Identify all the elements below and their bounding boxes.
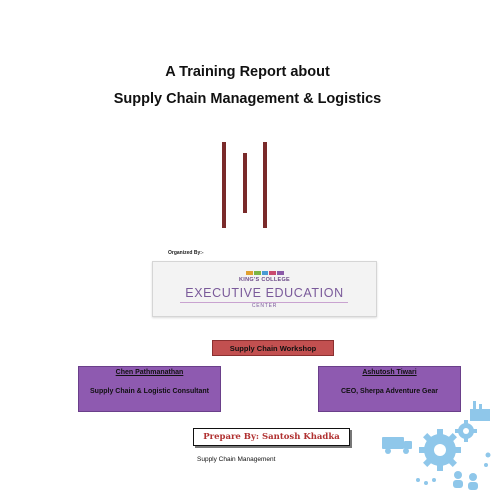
speaker-role: Supply Chain & Logistic Consultant	[90, 388, 209, 395]
logo-divider	[180, 302, 348, 303]
organized-by-label: Organized By:-	[168, 250, 204, 256]
decorative-bar-middle	[243, 153, 247, 213]
decorative-bar-right	[263, 142, 267, 228]
logo-stripe	[246, 271, 253, 275]
speaker-name: Chen Pathmanathan	[115, 369, 184, 376]
logo-stripe	[253, 271, 261, 275]
logo-subtext: CENTER	[251, 303, 278, 309]
report-title-line-1: A Training Report about	[165, 64, 330, 80]
report-title-line-2: Supply Chain Management & Logistics	[113, 91, 382, 107]
speaker-role: CEO, Sherpa Adventure Gear	[341, 388, 438, 395]
supply-chain-gears-icon	[382, 401, 491, 490]
speaker-card-1: Chen Pathmanathan Supply Chain & Logisti…	[78, 366, 221, 412]
logo-stripe	[269, 271, 277, 275]
logo-stripe	[261, 271, 269, 275]
workshop-label: Supply Chain Workshop	[212, 340, 334, 356]
kings-college-logo: KING'S COLLEGE EXECUTIVE EDUCATION CENTE…	[152, 261, 377, 317]
speaker-name: Ashutosh Tiwari	[362, 369, 417, 376]
prepared-by-box: Prepare By: Santosh Khadka	[193, 428, 350, 446]
logo-stripes	[246, 271, 284, 275]
decorative-bar-left	[222, 142, 226, 228]
logo-main-text: EXECUTIVE EDUCATION	[185, 286, 344, 300]
logo-stripe	[277, 271, 284, 275]
logo-college-name: KING'S COLLEGE	[238, 277, 291, 283]
speaker-card-2: Ashutosh Tiwari CEO, Sherpa Adventure Ge…	[318, 366, 461, 412]
footer-text: Supply Chain Management	[197, 456, 276, 463]
